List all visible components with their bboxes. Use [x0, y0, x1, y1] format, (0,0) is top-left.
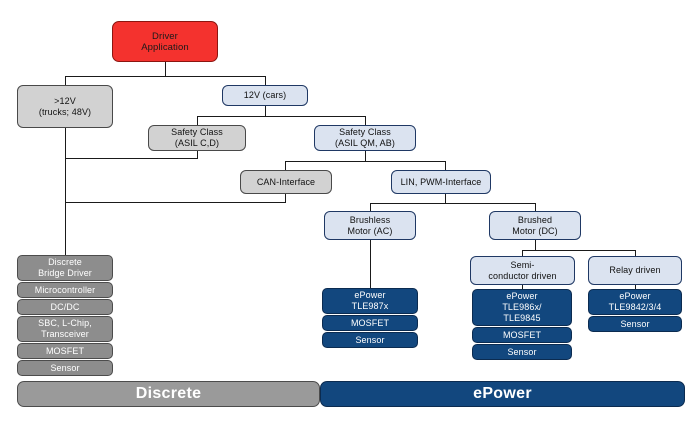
- connector-safetyqmab-split: [285, 161, 445, 162]
- connector-semiconductor-down: [522, 285, 523, 289]
- connector-to-12v-cars: [265, 76, 266, 85]
- node-safety-class-asil-cd[interactable]: Safety Class (ASIL C,D): [148, 125, 246, 151]
- connector-to-gt12v: [65, 76, 66, 85]
- connector-12vcars-down: [265, 106, 266, 116]
- connector-can-to-trunk: [65, 202, 286, 203]
- stack-item-sensor-brushless[interactable]: Sensor: [322, 332, 418, 348]
- stack-item-mosfet-discrete[interactable]: MOSFET: [17, 343, 113, 359]
- connector-relay-down: [635, 285, 636, 289]
- stack-item-sensor-discrete[interactable]: Sensor: [17, 360, 113, 376]
- node-semiconductor-driven[interactable]: Semi- conductor driven: [470, 256, 575, 285]
- stack-item-discrete-bridge-driver[interactable]: Discrete Bridge Driver: [17, 255, 113, 281]
- node-can-interface[interactable]: CAN-Interface: [240, 170, 332, 194]
- node-relay-driven[interactable]: Relay driven: [588, 256, 682, 285]
- stack-item-sensor-relay[interactable]: Sensor: [588, 316, 682, 332]
- banner-discrete: Discrete: [17, 381, 320, 407]
- banner-epower: ePower: [320, 381, 685, 407]
- connector-safetycd-down: [197, 151, 198, 158]
- connector-to-safety-cd: [197, 116, 198, 125]
- connector-lin-down: [445, 194, 446, 203]
- stack-item-microcontroller[interactable]: Microcontroller: [17, 282, 113, 298]
- connector-driver-down: [165, 62, 166, 76]
- stack-item-epower-tle9842-3-4[interactable]: ePower TLE9842/3/4: [588, 289, 682, 315]
- stack-item-dcdc[interactable]: DC/DC: [17, 299, 113, 315]
- connector-safetycd-to-trunk: [65, 158, 198, 159]
- stack-item-mosfet-brushless[interactable]: MOSFET: [322, 315, 418, 331]
- connector-left-trunk: [65, 128, 66, 256]
- connector-brushed-split: [522, 250, 635, 251]
- node-12v-cars[interactable]: 12V (cars): [222, 85, 308, 106]
- connector-to-brushless: [370, 203, 371, 212]
- node-brushed-motor[interactable]: Brushed Motor (DC): [489, 211, 581, 240]
- connector-to-semiconductor: [522, 250, 523, 259]
- node-lin-pwm-interface[interactable]: LIN, PWM-Interface: [391, 170, 491, 194]
- connector-safetyqmab-down: [365, 151, 366, 161]
- stack-item-sensor-semiconductor[interactable]: Sensor: [472, 344, 572, 360]
- stack-item-epower-tle987x[interactable]: ePower TLE987x: [322, 288, 418, 314]
- stack-item-sbc-lchip-transceiver[interactable]: SBC, L-Chip, Transceiver: [17, 316, 113, 342]
- stack-item-epower-tle986x-tle9845[interactable]: ePower TLE986x/ TLE9845: [472, 289, 572, 326]
- connector-to-lin: [445, 161, 446, 170]
- connector-brushed-down: [535, 240, 536, 250]
- node-safety-class-asil-qmab[interactable]: Safety Class (ASIL QM, AB): [314, 125, 416, 151]
- node-driver-application[interactable]: Driver Application: [112, 21, 218, 62]
- connector-driver-split: [65, 76, 265, 77]
- connector-can-down: [285, 194, 286, 202]
- connector-to-brushed: [535, 203, 536, 212]
- node-brushless-motor[interactable]: Brushless Motor (AC): [324, 211, 416, 240]
- connector-lin-split: [370, 203, 535, 204]
- stack-item-mosfet-semiconductor[interactable]: MOSFET: [472, 327, 572, 343]
- connector-to-can: [285, 161, 286, 170]
- node-gt-12v[interactable]: >12V (trucks; 48V): [17, 85, 113, 128]
- connector-to-safety-qmab: [365, 116, 366, 125]
- connector-to-relay: [635, 250, 636, 259]
- connector-12vcars-split: [197, 116, 365, 117]
- connector-brushless-down: [370, 240, 371, 288]
